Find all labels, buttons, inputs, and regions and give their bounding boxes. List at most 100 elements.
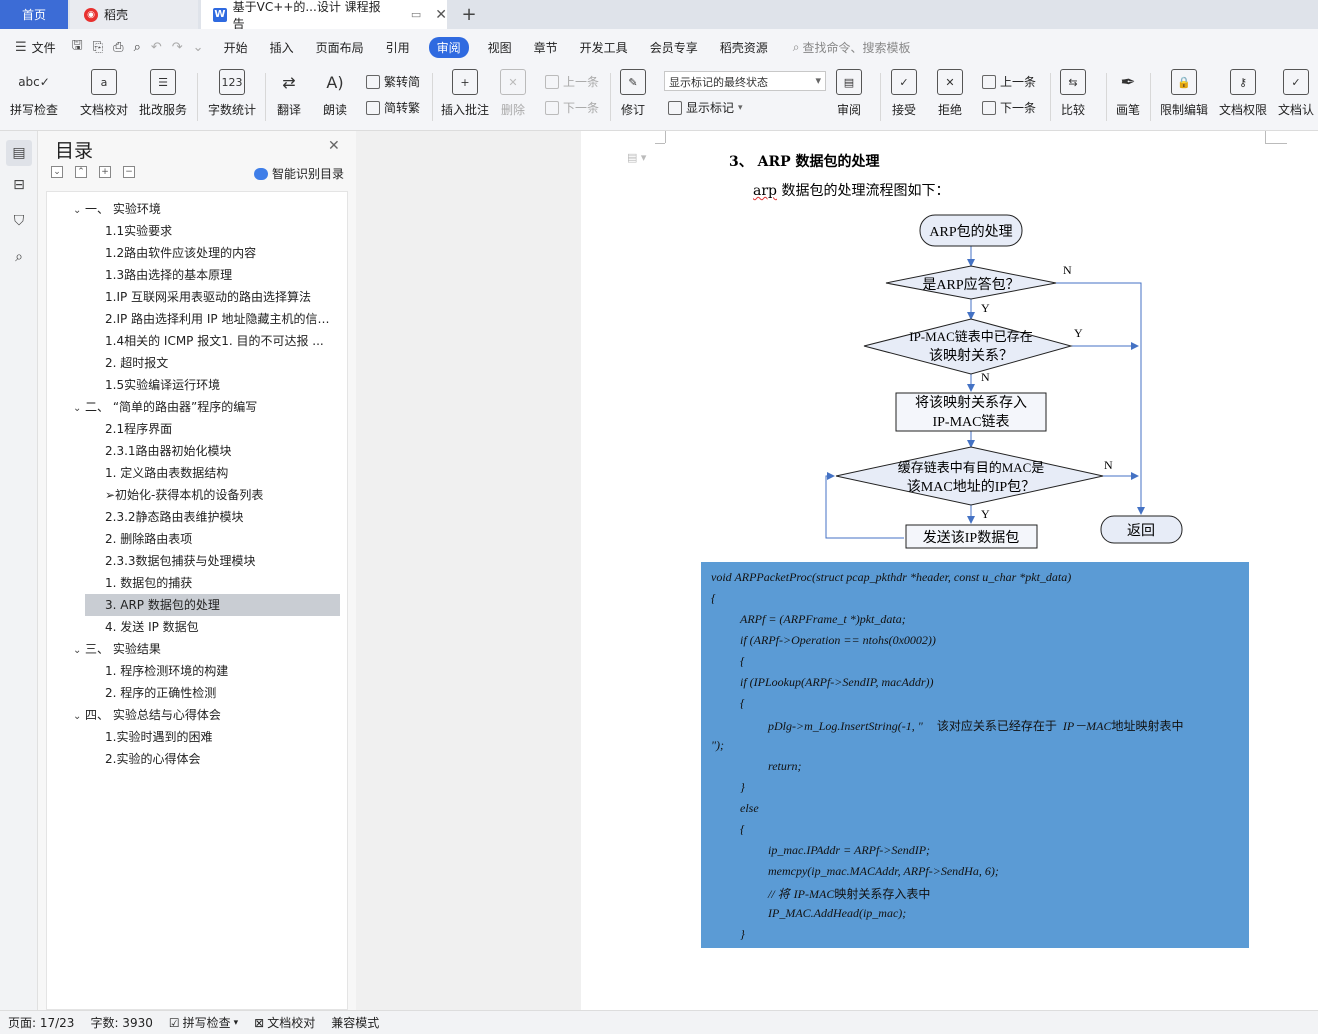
- toc-item[interactable]: 3. ARP 数据包的处理: [85, 594, 340, 616]
- new-tab-button[interactable]: +: [458, 0, 480, 29]
- toc-item[interactable]: 1.2路由软件应该处理的内容: [105, 242, 331, 264]
- smart-detect-toc-button[interactable]: 智能识别目录: [254, 165, 344, 182]
- search-icon[interactable]: ⌕: [15, 249, 23, 265]
- markup-state-select[interactable]: 显示标记的最终状态: [664, 71, 826, 91]
- chevron-down-icon[interactable]: ⌄: [73, 711, 82, 722]
- print-preview-icon[interactable]: ⌕: [133, 39, 141, 55]
- spell-check-button[interactable]: abc✓拼写检查: [10, 69, 58, 118]
- toc-item[interactable]: 2.3.3数据包捕获与处理模块: [105, 550, 331, 572]
- menu-tab-0[interactable]: 开始: [223, 40, 248, 55]
- simp-to-trad-button[interactable]: 简转繁: [366, 99, 420, 116]
- navigation-icon[interactable]: ⊟: [13, 177, 25, 193]
- toc-panel-icon[interactable]: ▤: [6, 140, 32, 166]
- toc-item[interactable]: 2.3.1路由器初始化模块: [105, 440, 331, 462]
- command-search[interactable]: ⌕ 查找命令、搜索模板: [793, 39, 911, 56]
- track-changes-button[interactable]: ✎修订: [620, 69, 646, 118]
- menu-tab-8[interactable]: 会员专享: [649, 40, 698, 55]
- toc-item[interactable]: ➢初始化-获得本机的设备列表: [105, 484, 331, 506]
- next-comment-button[interactable]: 下一条: [545, 99, 599, 116]
- toc-item[interactable]: 1.1实验要求: [105, 220, 331, 242]
- toc-item[interactable]: 1. 程序检测环境的构建: [105, 660, 331, 682]
- menu-tab-3[interactable]: 引用: [385, 40, 410, 55]
- toc-item[interactable]: ⌄四、 实验总结与心得体会: [73, 704, 343, 726]
- toc-item[interactable]: 1.4相关的 ICMP 报文1. 目的不可达报 ...: [105, 330, 331, 352]
- menu-tab-5[interactable]: 视图: [487, 40, 512, 55]
- toc-item[interactable]: 1. 数据包的捕获: [105, 572, 331, 594]
- batch-service-button[interactable]: ☰批改服务: [139, 69, 187, 118]
- restrict-edit-button[interactable]: 🔒限制编辑: [1160, 69, 1208, 118]
- add-item-icon[interactable]: +: [99, 166, 111, 178]
- show-markup-button[interactable]: 显示标记▾: [668, 99, 743, 116]
- read-aloud-button[interactable]: A)朗读: [322, 69, 348, 118]
- prev-change-button[interactable]: 上一条: [982, 73, 1036, 90]
- toc-item[interactable]: ⌄二、 “简单的路由器”程序的编写: [73, 396, 343, 418]
- close-tab-icon[interactable]: ✕: [435, 6, 447, 23]
- more-icon[interactable]: ⌄: [192, 39, 204, 55]
- toc-item[interactable]: 4. 发送 IP 数据包: [105, 616, 331, 638]
- chevron-down-icon[interactable]: ⌄: [73, 205, 82, 216]
- toc-item[interactable]: ⌄一、 实验环境: [73, 198, 343, 220]
- toc-item[interactable]: ⌄三、 实验结果: [73, 638, 343, 660]
- status-doc-proof[interactable]: ⊠文档校对: [246, 1014, 323, 1031]
- reject-button[interactable]: ✕拒绝: [937, 69, 963, 118]
- tab-home[interactable]: 首页: [0, 0, 68, 29]
- word-count-indicator[interactable]: 字数: 3930: [90, 1016, 153, 1030]
- toc-item[interactable]: 2. 超时报文: [105, 352, 331, 374]
- menu-tab-4[interactable]: 审阅: [428, 36, 469, 58]
- hamburger-icon[interactable]: ☰: [15, 39, 27, 55]
- bookmark-icon[interactable]: ⛉: [13, 213, 25, 229]
- float-window-icon[interactable]: ▭: [410, 8, 422, 21]
- flow-start-label: ARP包的处理: [929, 224, 1012, 240]
- next-change-button[interactable]: 下一条: [982, 99, 1036, 116]
- toc-item[interactable]: 2.1程序界面: [105, 418, 331, 440]
- tab-daoke[interactable]: ◉ 稻壳: [70, 0, 198, 29]
- toc-item[interactable]: 1.3路由选择的基本原理: [105, 264, 331, 286]
- trad-to-simp-button[interactable]: 繁转简: [366, 73, 420, 90]
- flowchart-connectors: [825, 246, 1145, 539]
- toc-item[interactable]: 2. 删除路由表项: [105, 528, 331, 550]
- menu-tab-6[interactable]: 章节: [533, 40, 558, 55]
- close-icon[interactable]: ✕: [328, 138, 340, 154]
- pen-button[interactable]: ✒画笔: [1115, 69, 1141, 118]
- menu-file[interactable]: 文件: [31, 40, 56, 55]
- print-icon[interactable]: ⎙: [113, 39, 124, 55]
- export-icon[interactable]: ⎘: [92, 39, 104, 55]
- page-indicator[interactable]: 页面: 17/23: [8, 1016, 75, 1030]
- menu-tab-9[interactable]: 稻壳资源: [719, 40, 768, 55]
- toc-item[interactable]: 2.3.2静态路由表维护模块: [105, 506, 331, 528]
- redo-icon[interactable]: ↷: [171, 39, 183, 55]
- toc-item[interactable]: 2.IP 路由选择利用 IP 地址隐藏主机的信 ...: [105, 308, 331, 330]
- menu-tab-2[interactable]: 页面布局: [315, 40, 364, 55]
- paragraph-menu-icon[interactable]: ▤ ▾: [627, 151, 647, 164]
- doc-permission-button[interactable]: ⚷文档权限: [1219, 69, 1267, 118]
- undo-icon[interactable]: ↶: [150, 39, 162, 55]
- toc-item[interactable]: 1.5实验编译运行环境: [105, 374, 331, 396]
- toc-item[interactable]: 1. 定义路由表数据结构: [105, 462, 331, 484]
- remove-item-icon[interactable]: −: [123, 166, 135, 178]
- chevron-down-icon[interactable]: ⌄: [73, 403, 82, 414]
- collapse-all-icon[interactable]: ⌄: [51, 166, 63, 178]
- tab-document[interactable]: W 基于VC++的...设计 课程报告 ▭ ✕: [201, 0, 447, 31]
- save-icon[interactable]: 🖫: [71, 38, 83, 53]
- toc-item-label: 2. 程序的正确性检测: [105, 686, 217, 700]
- expand-up-icon[interactable]: ⌃: [75, 166, 87, 178]
- doc-cert-button[interactable]: ✓文档认: [1278, 69, 1314, 118]
- prev-comment-button[interactable]: 上一条: [545, 73, 599, 90]
- delete-comment-button[interactable]: ✕删除: [500, 69, 526, 118]
- toc-item[interactable]: 2. 程序的正确性检测: [105, 682, 331, 704]
- translate-button[interactable]: ⇄翻译: [276, 69, 302, 118]
- accept-button[interactable]: ✓接受: [891, 69, 917, 118]
- delete-comment-label: 删除: [500, 103, 525, 117]
- toc-item[interactable]: 1.IP 互联网采用表驱动的路由选择算法: [105, 286, 331, 308]
- toc-item[interactable]: 2.实验的心得体会: [105, 748, 331, 770]
- insert-comment-button[interactable]: +插入批注: [441, 69, 489, 118]
- toc-item[interactable]: 1.实验时遇到的困难: [105, 726, 331, 748]
- compare-button[interactable]: ⇆比较: [1060, 69, 1086, 118]
- chevron-down-icon[interactable]: ⌄: [73, 645, 82, 656]
- review-pane-button[interactable]: ▤审阅: [836, 69, 862, 118]
- menu-tab-1[interactable]: 插入: [269, 40, 294, 55]
- menu-tab-7[interactable]: 开发工具: [579, 40, 628, 55]
- status-spell-check[interactable]: ☑拼写检查▾: [168, 1015, 239, 1031]
